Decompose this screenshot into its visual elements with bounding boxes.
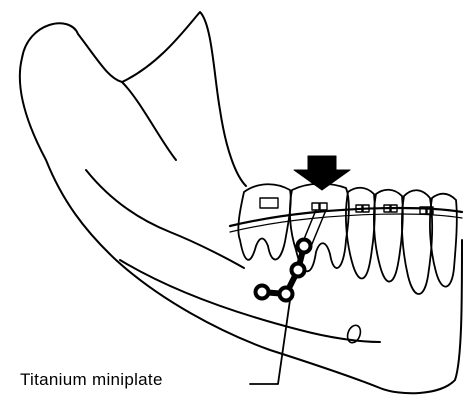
label-leader-line xyxy=(250,300,290,384)
miniplate-hole xyxy=(292,264,305,277)
premolar-tooth xyxy=(346,188,375,279)
molar-tube xyxy=(260,198,278,208)
mandible-lower-contour xyxy=(120,260,380,342)
canine-tooth xyxy=(402,190,432,294)
teeth-row xyxy=(238,184,456,294)
miniplate-hole xyxy=(256,286,269,299)
miniplate-label: Titanium miniplate xyxy=(20,370,163,390)
direction-arrow-icon xyxy=(294,156,350,190)
premolar-tooth xyxy=(374,190,403,282)
incisor-tooth xyxy=(430,194,457,287)
miniplate-hole xyxy=(280,288,293,301)
condyle-neck xyxy=(122,82,176,160)
miniplate-hole xyxy=(298,240,311,253)
bracket xyxy=(320,203,327,210)
bracket xyxy=(312,203,319,210)
